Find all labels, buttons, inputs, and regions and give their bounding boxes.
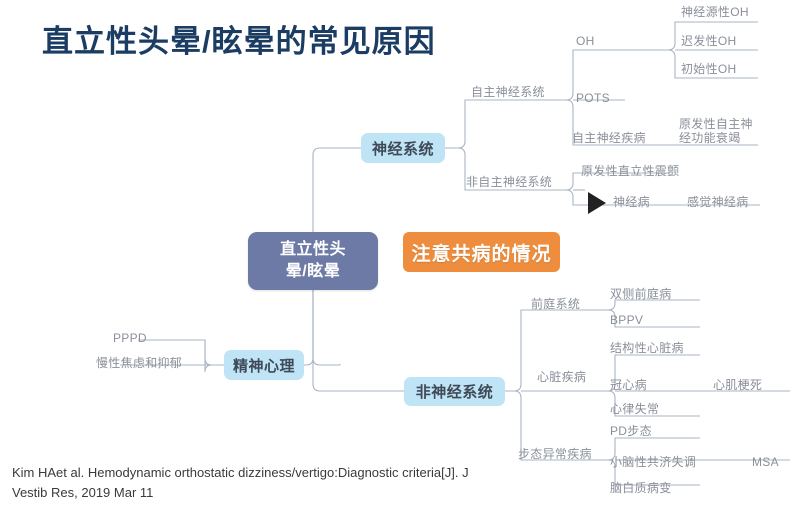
citation: Kim HAet al. Hemodynamic orthostatic diz…	[12, 465, 469, 500]
page-title: 直立性头晕/眩晕的常见原因	[42, 24, 436, 59]
leaf-cardiac-disease[interactable]: 心脏疾病	[537, 370, 587, 384]
node-non-nervous-system[interactable]: 非神经系统	[404, 377, 505, 406]
node-nervous-system[interactable]: 神经系统	[361, 133, 445, 163]
leaf-autonomic-disease[interactable]: 自主神经疾病	[572, 131, 646, 145]
leaf-neuropathy[interactable]: 神经病	[613, 195, 650, 209]
leaf-coronary-heart-disease[interactable]: 冠心病	[610, 378, 647, 392]
leaf-sensory-neuropathy[interactable]: 感觉神经病	[687, 195, 749, 209]
leaf-autonomic-nervous-system[interactable]: 自主神经系统	[471, 85, 545, 99]
leaf-delayed-oh[interactable]: 迟发性OH	[681, 34, 737, 48]
leaf-pppd[interactable]: PPPD	[113, 331, 147, 345]
leaf-msa[interactable]: MSA	[752, 455, 779, 469]
leaf-arrhythmia[interactable]: 心律失常	[610, 402, 660, 416]
leaf-cerebellar-ataxia[interactable]: 小脑性共济失调	[610, 455, 697, 469]
leaf-bppv[interactable]: BPPV	[610, 313, 644, 327]
callout-comorbidity[interactable]: 注意共病的情况	[403, 232, 560, 272]
node-root[interactable]: 直立性头 晕/眩晕	[248, 232, 378, 290]
leaf-bilateral-vestibulopathy[interactable]: 双侧前庭病	[610, 287, 672, 301]
node-psychological-label: 精神心理	[232, 357, 295, 375]
leaf-non-autonomic-nervous-system[interactable]: 非自主神经系统	[466, 175, 553, 189]
leaf-neurogenic-oh[interactable]: 神经源性OH	[681, 5, 749, 19]
leaf-chronic-anxiety-depression[interactable]: 慢性焦虑和抑郁	[96, 356, 183, 370]
node-nervous-system-label: 神经系统	[371, 140, 434, 158]
leaf-pots[interactable]: POTS	[576, 91, 610, 105]
node-psychological[interactable]: 精神心理	[224, 350, 304, 380]
leaf-myocardial-infarction[interactable]: 心肌梗死	[713, 378, 763, 392]
leaf-structural-heart-disease[interactable]: 结构性心脏病	[610, 341, 684, 355]
leaf-initial-oh[interactable]: 初始性OH	[681, 62, 737, 76]
leaf-leukoencephalopathy[interactable]: 脑白质病变	[610, 481, 672, 495]
callout-label: 注意共病的情况	[411, 243, 552, 265]
leaf-primary-orthostatic-tremor[interactable]: 原发性直立性震颤	[581, 164, 680, 178]
root-label-line1: 直立性头	[279, 241, 346, 259]
play-icon[interactable]	[588, 192, 606, 214]
root-label-line2: 晕/眩晕	[285, 263, 341, 280]
leaf-vestibular-system[interactable]: 前庭系统	[531, 297, 581, 311]
leaf-pd-gait[interactable]: PD步态	[610, 424, 652, 438]
leaf-gait-disorder[interactable]: 步态异常疾病	[518, 447, 592, 461]
leaf-primary-autonomic-failure[interactable]: 原发性自主神经功能衰竭	[679, 117, 753, 145]
node-non-nervous-system-label: 非神经系统	[415, 384, 494, 401]
leaf-oh[interactable]: OH	[576, 34, 595, 48]
